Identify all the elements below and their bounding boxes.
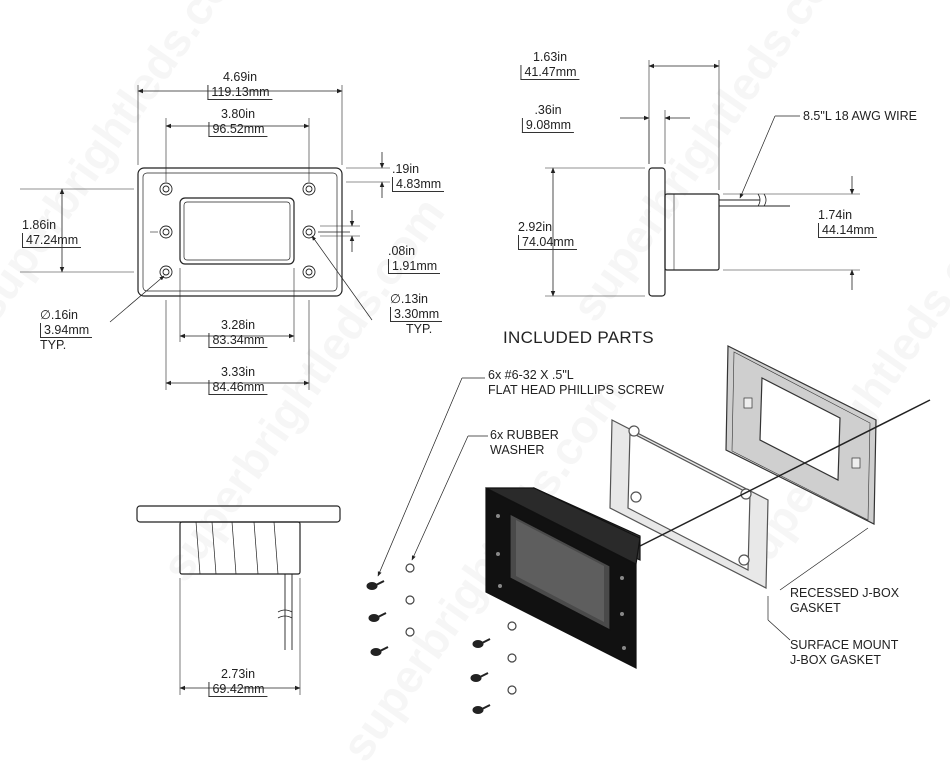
dim-small-offset: .08in 1.91mm [388,244,441,274]
dim-edge-offset: .19in 4.83mm [392,162,445,192]
dim-bottom-width: 2.73in 69.42mm [208,667,268,697]
side-flange [648,167,666,297]
front-window [179,197,295,265]
bottom-flange [136,505,341,523]
dim-body-height: 1.74in 44.14mm [818,208,878,238]
display-unit [485,487,641,669]
washer [405,563,517,695]
recessed-gasket [725,345,877,525]
wire-label: 8.5"L 18 AWG WIRE [803,109,917,123]
dim-hole-dia-left: ∅.16in 3.94mm TYP. [40,308,93,353]
recessed-gasket-label: RECESSED J-BOX GASKET [790,586,900,615]
dim-outer-bottom: 3.33in 84.46mm [208,365,268,395]
surface-mount-gasket [609,419,769,589]
dim-flange: .36in 9.08mm [521,103,575,133]
dim-inner-width: 3.28in 83.34mm [208,318,268,348]
included-parts-heading: INCLUDED PARTS [503,328,654,347]
surface-gasket-label: SURFACE MOUNT J-BOX GASKET [790,638,899,667]
screw-label: 6x #6-32 X .5"L FLAT HEAD PHILLIPS SCREW [488,368,664,397]
washer-label: 6x RUBBER WASHER [490,428,559,457]
technical-drawing [20,60,931,714]
side-body [664,193,720,271]
mounting-hole [159,182,316,279]
side-view [545,60,860,297]
dim-hole-span-top: 3.80in 96.52mm [208,107,268,137]
dim-hole-dia-right: ∅.13in 3.30mm TYP. [390,292,443,337]
dim-depth: 1.63in 41.47mm [520,50,580,80]
diagram-stage: superbrightleds.com superbrightleds.com … [20,50,931,714]
dim-overall-width: 4.69in 119.13mm [207,70,273,100]
front-view [20,85,390,390]
screw [366,580,491,714]
exploded-view [366,345,931,714]
dim-side-height: 2.92in 74.04mm [518,220,578,250]
bottom-body [179,521,301,575]
dim-front-height: 1.86in 47.24mm [22,218,82,248]
bottom-view [136,505,341,695]
